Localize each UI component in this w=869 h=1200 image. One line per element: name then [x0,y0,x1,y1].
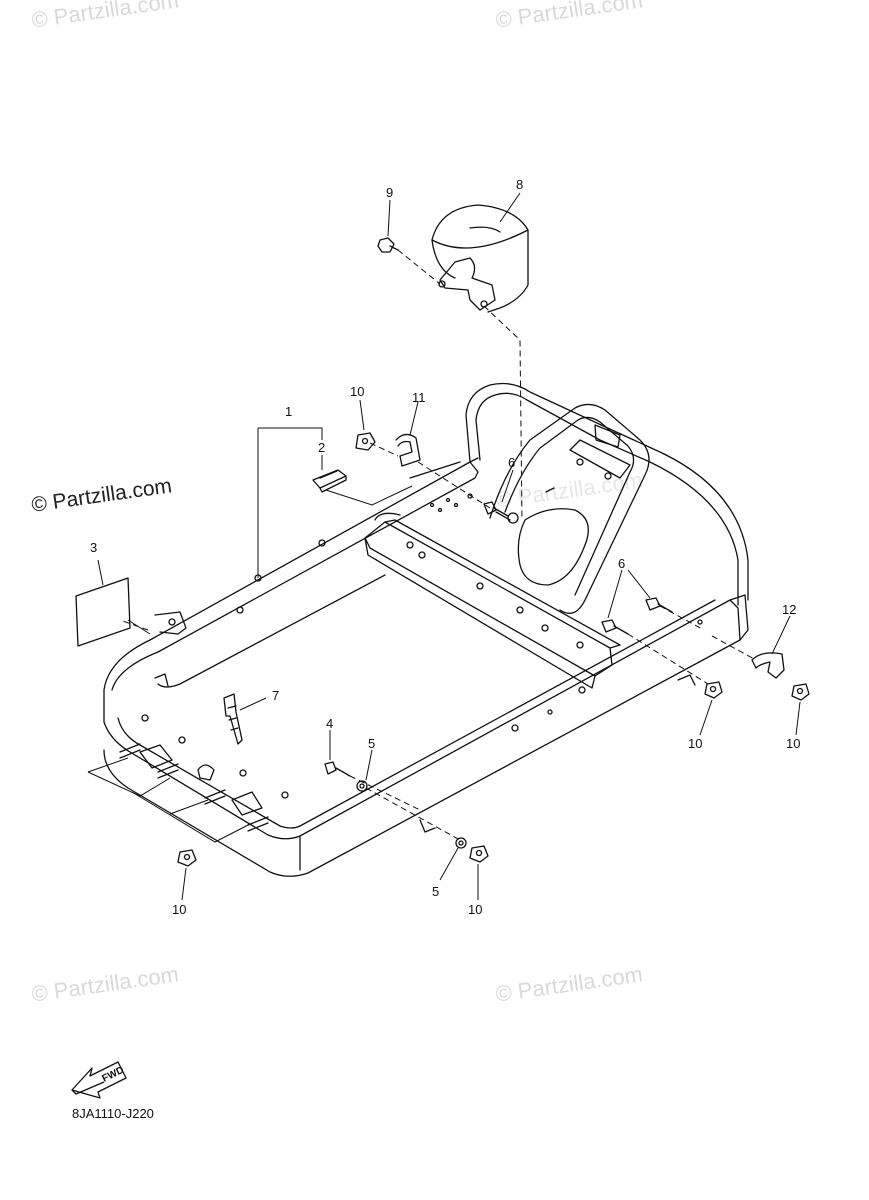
callout-5b: 5 [432,884,440,899]
part-6-bolts [483,501,673,635]
callout-2: 2 [318,440,326,455]
callout-11: 11 [412,390,426,405]
part-9-bolt [377,237,399,253]
callout-10d: 10 [172,902,187,917]
part-11-clamp [395,433,421,467]
callout-9: 9 [386,185,394,200]
callout-12: 12 [782,602,797,617]
part-5-washers [356,780,467,849]
part-7-strap [223,693,243,745]
part-12-clamp [751,652,785,679]
callout-4: 4 [326,716,334,731]
callout-10c: 10 [786,736,801,751]
callout-3: 3 [90,540,98,555]
seat-back-hoop [465,382,749,614]
front-studs [119,743,269,832]
part-3-label-plate [75,577,131,647]
diagram-code: 8JA1110-J220 [72,1106,154,1121]
fwd-arrow-icon [71,1061,127,1099]
part-10-nuts [177,432,810,867]
callout-8: 8 [516,177,524,192]
frame-tabs [139,461,703,816]
callout-10a: 10 [350,384,365,399]
part-4-bolt [324,761,351,777]
callout-10e: 10 [468,902,483,917]
callout-7: 7 [272,688,280,703]
callout-5a: 5 [368,736,376,751]
part-2-label [312,469,347,493]
cross-member [364,512,621,694]
callout-6a: 6 [508,455,516,470]
callout-1: 1 [285,404,293,419]
callout-10b: 10 [688,736,703,751]
part-8-back-pad [431,204,529,313]
callout-6b: 6 [618,556,626,571]
main-frame [103,457,749,877]
